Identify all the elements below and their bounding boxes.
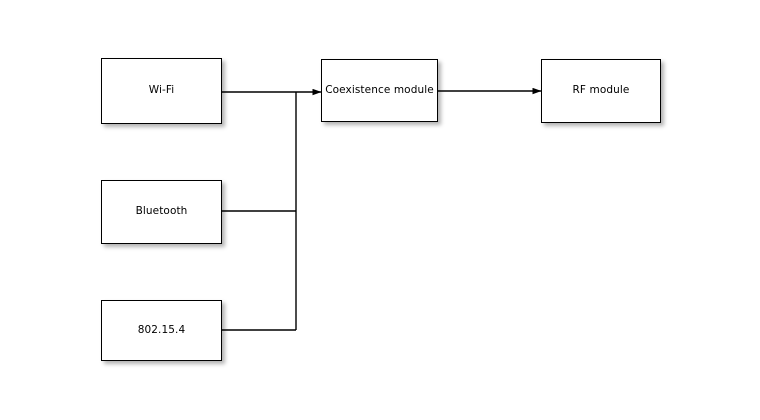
node-802-15-4-label: 802.15.4 [137, 323, 186, 336]
node-wifi[interactable]: Wi-Fi [101, 58, 222, 124]
node-bluetooth[interactable]: Bluetooth [101, 180, 222, 244]
node-coexistence-module[interactable]: Coexistence module [321, 59, 438, 122]
node-bluetooth-label: Bluetooth [135, 205, 188, 218]
node-coexistence-module-label: Coexistence module [325, 83, 434, 96]
node-wifi-label: Wi-Fi [148, 84, 175, 97]
node-rf-module[interactable]: RF module [541, 59, 661, 123]
node-802-15-4[interactable]: 802.15.4 [101, 300, 222, 361]
node-rf-module-label: RF module [572, 84, 630, 97]
